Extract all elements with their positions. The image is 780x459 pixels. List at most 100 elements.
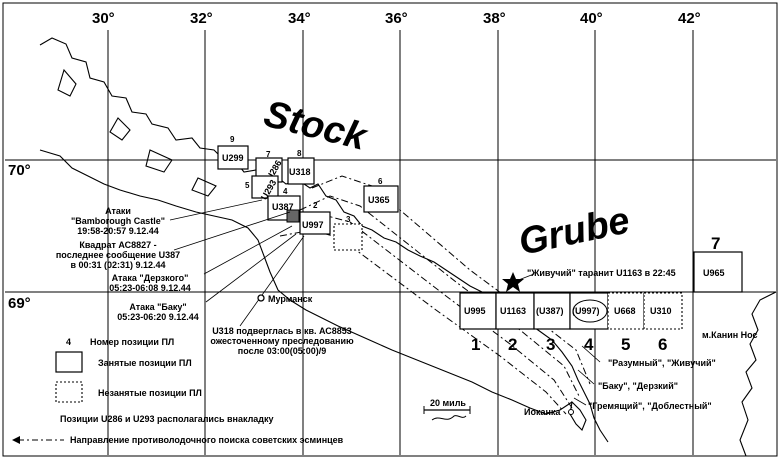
position-u299	[217, 145, 249, 170]
position-u1163-label: U1163	[500, 306, 526, 316]
position-u997-bis-ring	[572, 299, 608, 323]
position-u1163	[495, 292, 535, 330]
position-u668-label: U668	[614, 306, 636, 316]
annotation-kanin-nos: м.Канин Нос	[702, 330, 758, 340]
leader-u318	[239, 235, 305, 327]
position-u387-number: 4	[283, 187, 288, 196]
sector-1: 1	[471, 335, 480, 354]
leader-lines	[169, 199, 601, 406]
coast-fjord-4	[191, 177, 217, 197]
lon-label-40: 40°	[580, 10, 603, 27]
position-u997	[299, 211, 331, 235]
coastline	[39, 37, 777, 457]
position-u387-bis-label: (U387)	[536, 306, 564, 316]
annotation-bamborough-1: Атаки	[105, 206, 131, 216]
scale-label: 20 миль	[430, 398, 466, 408]
lon-label-38: 38°	[483, 10, 506, 27]
coast-kola	[39, 149, 573, 415]
position-3-empty	[333, 223, 363, 251]
position-u299-number: 9	[230, 135, 235, 144]
annotation-bamborough-3: 19:58-20:57 9.12.44	[77, 226, 159, 236]
position-u965	[693, 251, 743, 293]
annotation-u318-2: ожесточенному преследованию	[210, 336, 354, 346]
annotation-u318-3: после 03:00(05:00)/9	[238, 346, 326, 356]
annotation-iokanka: Иоканка	[524, 407, 561, 417]
position-3-number: 3	[346, 215, 351, 224]
leader-derzkiy	[203, 225, 293, 275]
position-u997-bis-label: (U997)	[572, 306, 600, 316]
position-u965-label: U965	[703, 268, 725, 278]
position-u299-label: U299	[222, 153, 244, 163]
iokanka-icon	[568, 409, 574, 415]
route-1	[311, 175, 591, 385]
annotations: Атаки "Bamborough Castle" 19:58-20:57 9.…	[56, 206, 758, 417]
position-u997-bis	[569, 292, 609, 330]
sector-4: 4	[584, 335, 594, 354]
annotation-razumny-zhivuchiy: "Разумный", "Живучий"	[608, 358, 716, 368]
legend-search-arrow-icon	[12, 436, 20, 444]
region-label-grube: Grube	[515, 199, 633, 263]
legend-occupied-swatch	[55, 351, 83, 373]
annotation-gremyashchiy-doblestny: "Гремящий", "Доблестный"	[588, 401, 712, 411]
position-u318-label: U318	[289, 167, 311, 177]
position-u995	[459, 292, 497, 330]
sector-numbers: 1 2 3 4 5 6	[471, 335, 667, 354]
position-u310	[643, 292, 683, 330]
position-u310-label: U310	[650, 306, 672, 316]
coast-fjord-2	[109, 117, 131, 141]
longitude-labels: 30° 32° 34° 36° 38° 40° 42° 70° 69°	[8, 10, 701, 312]
annotation-ac8827-2: последнее сообщение U387	[56, 250, 180, 260]
position-u365-label: U365	[368, 195, 390, 205]
lon-label-32: 32°	[190, 10, 213, 27]
coast-fjord-3	[145, 149, 173, 173]
coast-gorlo	[569, 400, 587, 431]
leader-bamborough	[169, 199, 263, 221]
position-u965-number: 7	[711, 234, 720, 253]
legend-occupied: Занятые позиции ПЛ	[98, 358, 192, 368]
annotation-ac8827-1: Квадрат АС8827 -	[79, 240, 156, 250]
position-u997-number: 2	[313, 201, 318, 210]
sector-6: 6	[658, 335, 667, 354]
annotation-baku-1: Атака "Баку"	[129, 302, 186, 312]
position-u365-number: 6	[378, 177, 383, 186]
lon-label-42: 42°	[678, 10, 701, 27]
sector-2: 2	[508, 335, 517, 354]
position-u318-number: 8	[297, 149, 302, 158]
annotation-derzkiy-2: 05:23-06:08 9.12.44	[109, 283, 191, 293]
coast-kanin	[739, 291, 777, 457]
position-u387-label: U387	[272, 202, 294, 212]
legend-search-direction: Направление противолодочного поиска сове…	[70, 435, 344, 445]
annotation-bamborough-2: "Bamborough Castle"	[71, 216, 165, 226]
leader-ac8827	[173, 211, 291, 251]
legend-overlap-note: Позиции U286 и U293 располагались внакла…	[60, 414, 274, 424]
lon-label-30: 30°	[92, 10, 115, 27]
murmansk-city-icon	[257, 294, 265, 302]
lon-label-36: 36°	[385, 10, 408, 27]
route-2	[299, 195, 581, 399]
position-u286-number: 7	[266, 150, 271, 159]
position-boxes: 9 U299 7 U286 8 U318 5 U293 4 U387 2 U99…	[217, 135, 743, 330]
legend-unoccupied: Незанятые позиции ПЛ	[98, 388, 202, 398]
scale-scribble	[431, 415, 467, 421]
annotation-ac8827-3: в 00:31 (02:31) 9.12.44	[70, 260, 165, 270]
annotation-u318-1: U318 подверглась в кв. АС8853	[212, 326, 352, 336]
murmansk-label: Мурманск	[268, 294, 313, 304]
lon-label-34: 34°	[288, 10, 311, 27]
annotation-derzkiy-1: Атака "Дерзкого"	[112, 273, 189, 283]
legend-unoccupied-swatch	[55, 381, 83, 403]
sector-5: 5	[621, 335, 630, 354]
scale-bar: 20 миль	[423, 398, 471, 421]
coast-north	[39, 37, 609, 443]
legend: 4 Номер позиции ПЛ Занятые позиции ПЛ Не…	[12, 337, 344, 445]
leader-gremyashchiy	[573, 397, 587, 406]
hatched-square-ac8827	[286, 209, 300, 223]
lat-label-70: 70°	[8, 162, 31, 179]
annotation-baku-derzkiy: "Баку", "Дерзкий"	[598, 381, 678, 391]
annotation-baku-2: 05:23-06:20 9.12.44	[117, 312, 199, 322]
position-u293-number: 5	[245, 181, 250, 190]
position-u365	[363, 185, 399, 213]
leader-razumny	[581, 345, 601, 363]
